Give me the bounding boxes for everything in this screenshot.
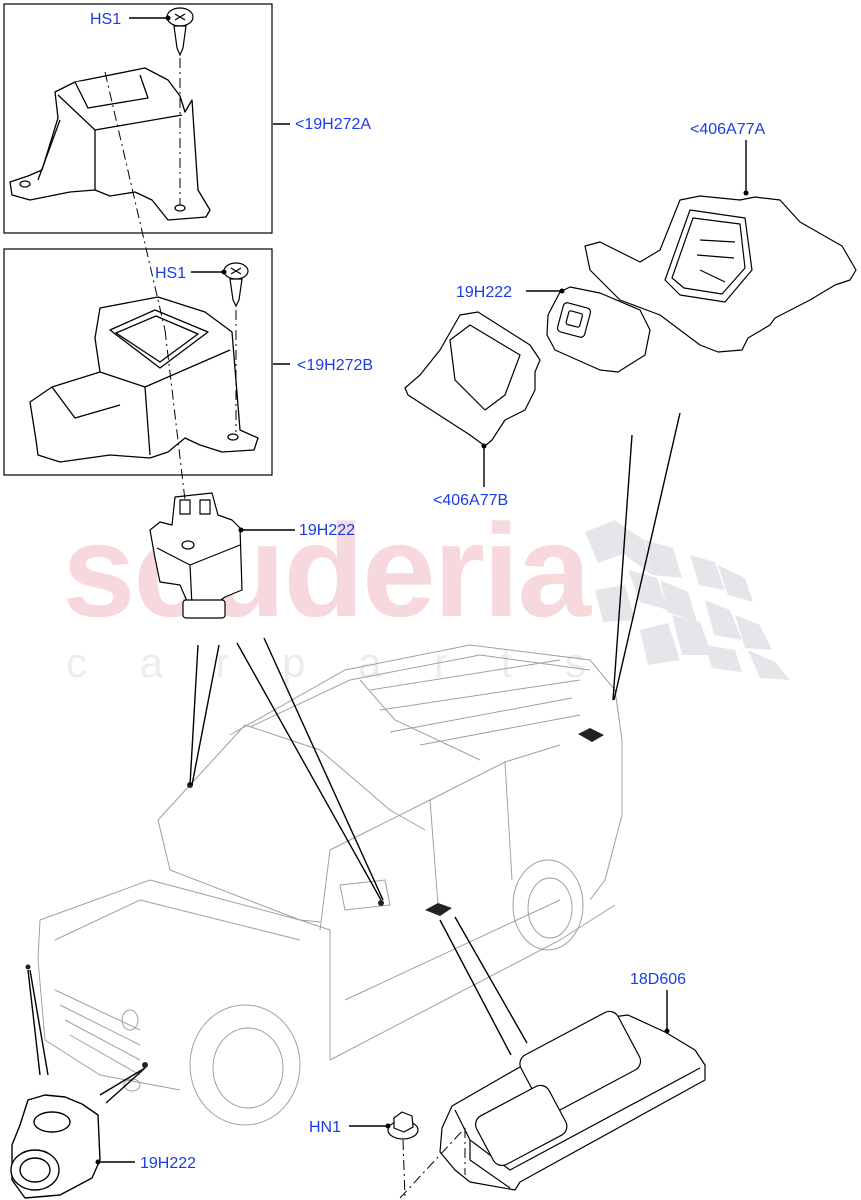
camera-19h222-side-drawing	[149, 492, 243, 619]
bracket-19h272a-drawing	[9, 67, 211, 221]
camera-19h222-front-drawing	[10, 1094, 101, 1199]
callout-hs1-mid[interactable]: HS1	[155, 265, 187, 282]
callout-dots	[95, 15, 749, 1165]
callout-hs1-top[interactable]: HS1	[90, 11, 122, 28]
side-indicator-sensor	[25, 728, 604, 1068]
inset-box-bracket-a	[3, 3, 273, 234]
screw-hs1-mid-drawing	[223, 262, 249, 308]
watermark-carparts: c a r p a r t s	[66, 639, 586, 686]
module-18d606-drawing	[439, 1010, 706, 1191]
callout-hn1[interactable]: HN1	[309, 1119, 342, 1136]
callout-19h222-side[interactable]: 19H222	[299, 522, 356, 539]
leader-lines	[27, 17, 747, 1163]
bracket-406a77b-drawing	[405, 312, 541, 447]
callout-406a77b[interactable]: <406A77B	[433, 492, 509, 509]
watermark-scuderia: scuderia	[62, 497, 591, 644]
nut-hn1-drawing	[387, 1111, 419, 1140]
callout-19h222-rear[interactable]: 19H222	[456, 284, 513, 301]
dash-lines	[104, 58, 466, 1199]
callout-19h272a[interactable]: <19H272A	[295, 116, 372, 133]
camera-19h222-rear-drawing	[546, 286, 651, 373]
callout-19h272b[interactable]: <19H272B	[297, 357, 374, 374]
callout-19h222-front[interactable]: 19H222	[140, 1155, 197, 1172]
bracket-406a77a-drawing	[584, 195, 857, 353]
vehicle-outline-drawing	[37, 644, 623, 1126]
callout-406a77a[interactable]: <406A77A	[690, 121, 766, 138]
bracket-19h272b-drawing	[29, 296, 259, 463]
screw-hs1-top-drawing	[166, 7, 194, 57]
callout-18d606[interactable]: 18D606	[630, 971, 687, 988]
inset-box-bracket-b	[3, 248, 273, 476]
